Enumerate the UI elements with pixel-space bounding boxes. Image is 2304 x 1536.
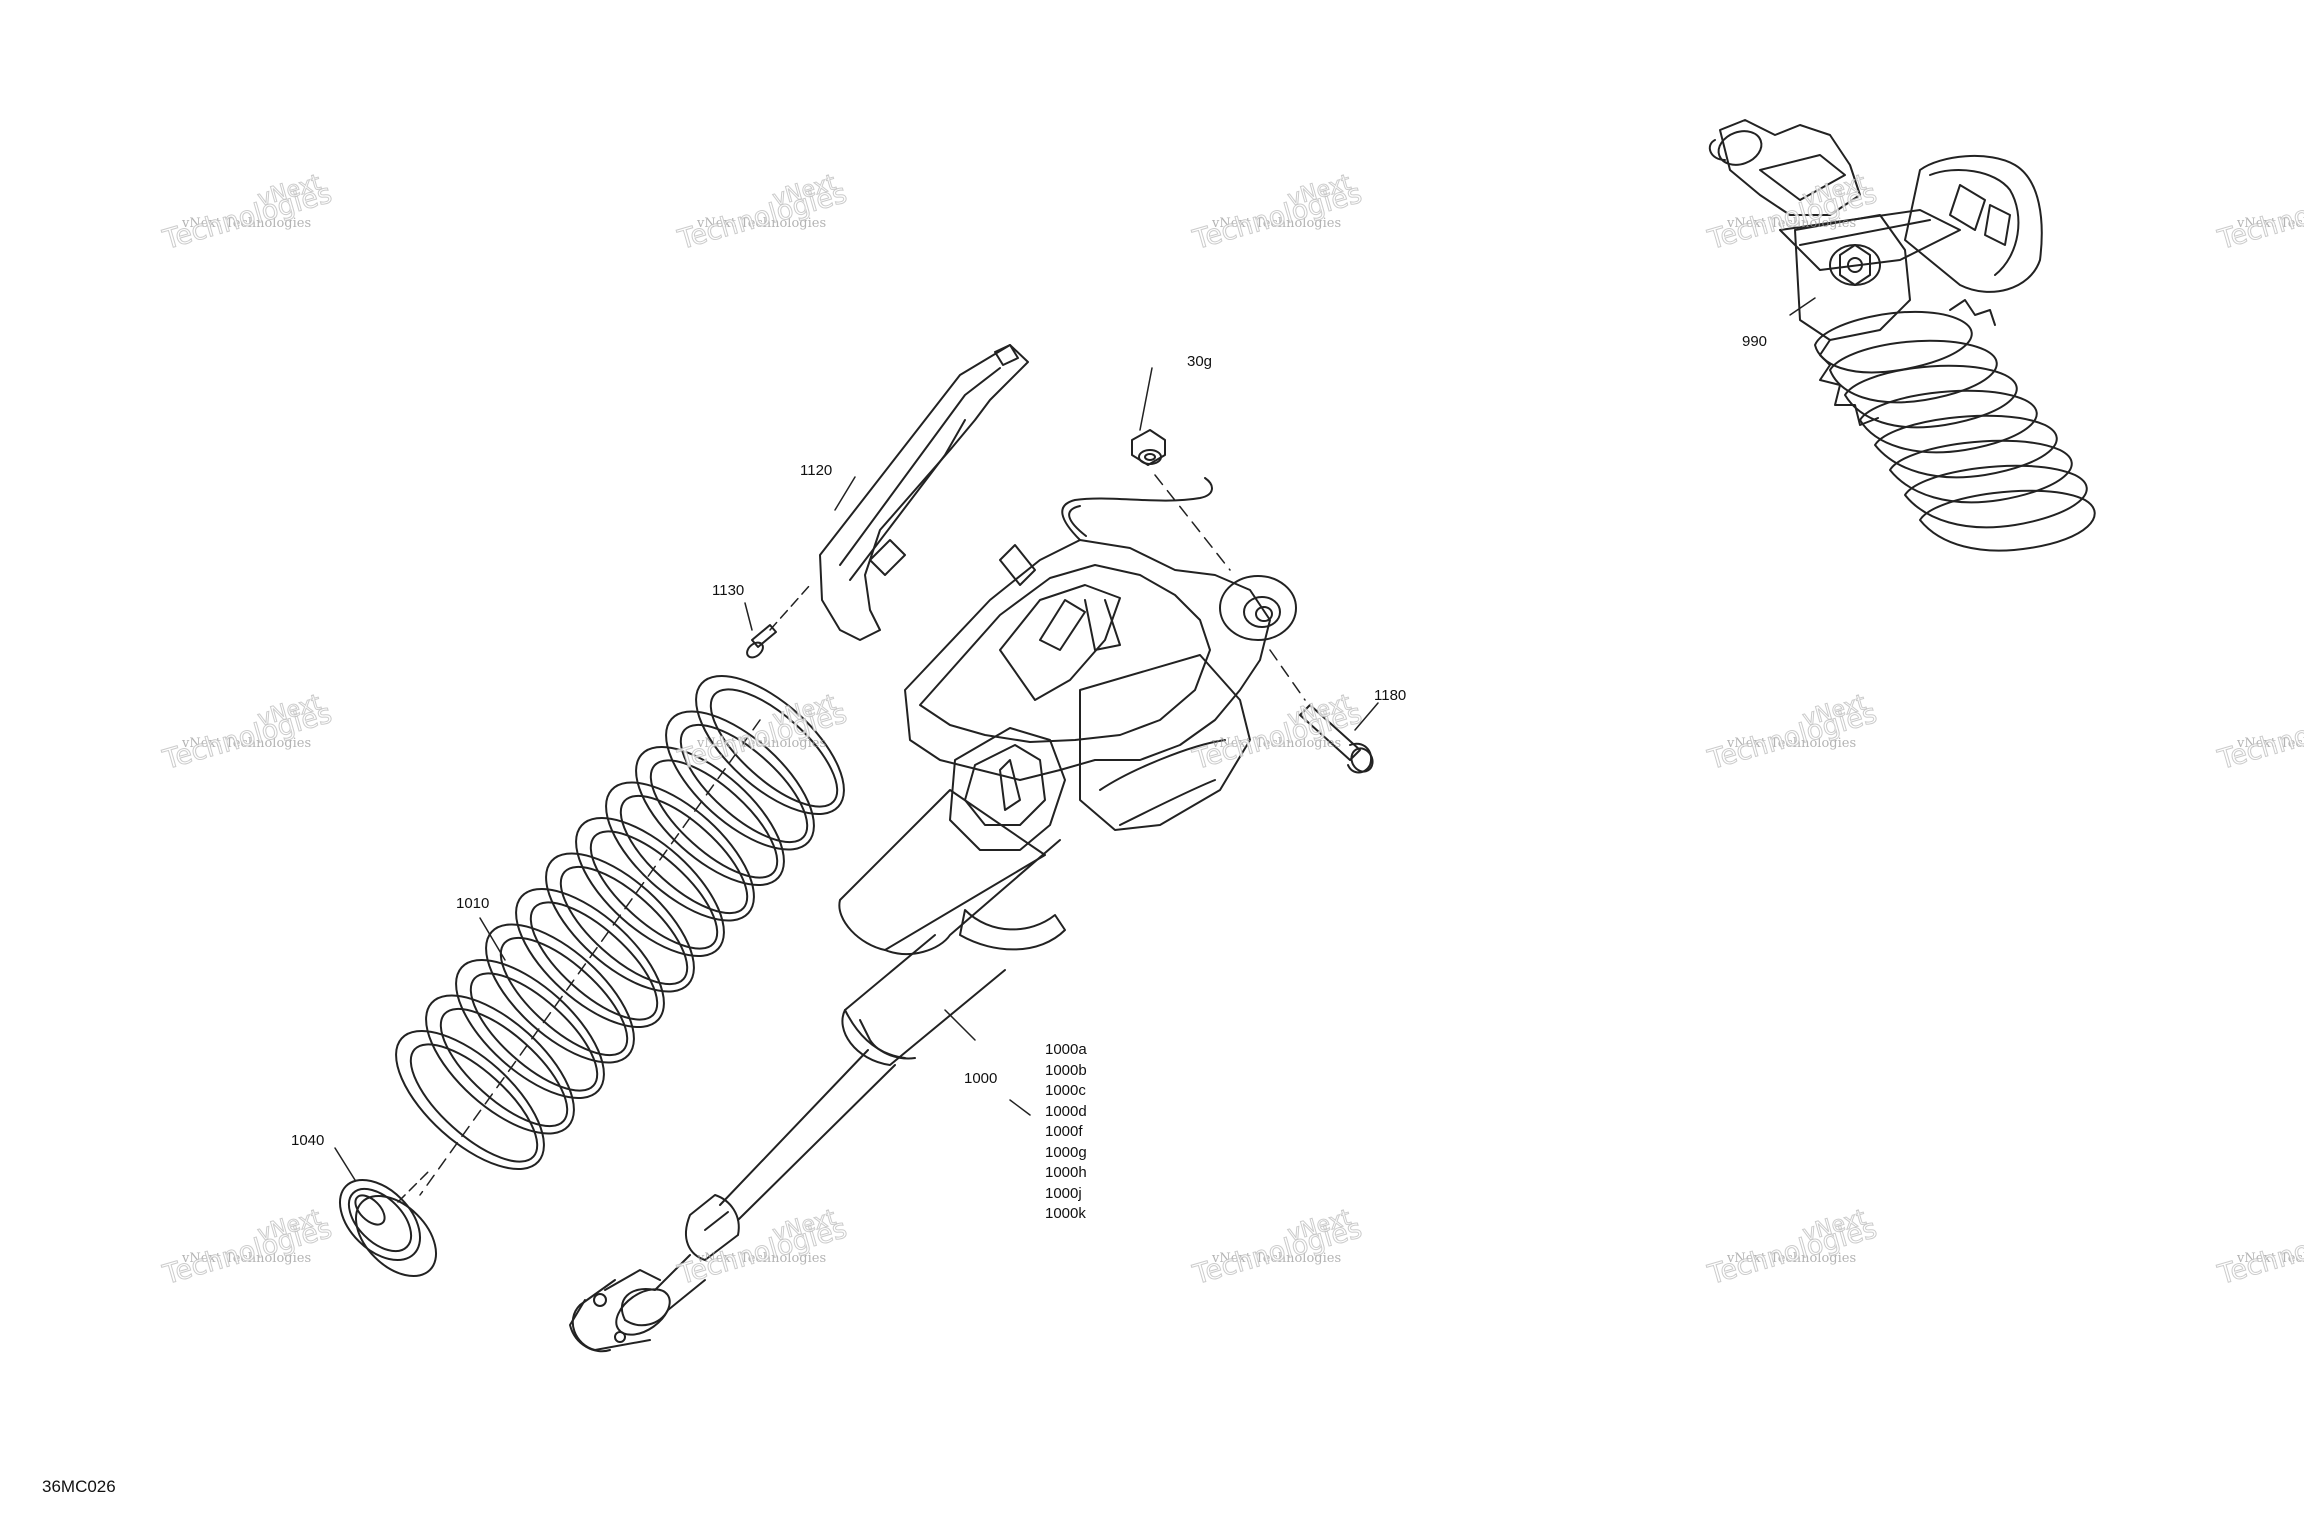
spring-coil-inner [529, 901, 659, 1021]
fastener-1130-axis [769, 584, 811, 631]
spring-coil-inner [439, 1007, 569, 1128]
spring-coil [665, 710, 815, 851]
spring-coil [455, 958, 605, 1100]
variant-label: 1000a [1045, 1041, 1087, 1058]
spring-coil-inner [649, 759, 779, 879]
callout-1130: 1130 [712, 582, 745, 599]
variant-label: 1000c [1045, 1082, 1086, 1099]
bolt-1180 [1299, 704, 1374, 774]
spring-coil [695, 674, 845, 816]
leader-1130 [744, 602, 753, 631]
variant-label: 1000g [1045, 1143, 1087, 1161]
variant-label: 1000h [1045, 1164, 1087, 1181]
leader-1000 [944, 1009, 976, 1041]
bolt-axis-line [1269, 649, 1306, 701]
shock-absorber-1000 [569, 477, 1297, 1353]
callout-1040: 1040 [291, 1132, 325, 1149]
guard-1120 [819, 344, 1029, 641]
spring-coil [545, 852, 695, 993]
screw-1130 [746, 624, 777, 659]
spring-coil [635, 745, 785, 887]
callout-1180: 1180 [1374, 687, 1407, 704]
variant-label: 1000b [1045, 1061, 1087, 1079]
spring-coil [515, 887, 665, 1029]
spring-coil-inner [559, 865, 689, 986]
spring-coil [395, 1029, 545, 1171]
callout-1000: 1000 [964, 1070, 998, 1087]
spring-coil-inner [469, 972, 599, 1092]
diagram-code: 36MC026 [42, 1477, 116, 1496]
spring-axis-line [419, 719, 761, 1196]
variant-label: 1000f [1045, 1123, 1083, 1140]
leader-1120 [834, 476, 856, 511]
variant-label: 1000j [1045, 1184, 1082, 1202]
variant-label: 1000d [1045, 1102, 1087, 1120]
spring-seat-1040 [338, 1169, 438, 1278]
spring-coil [575, 816, 725, 958]
spring-coil-inner [619, 794, 749, 915]
leader-1010 [479, 917, 506, 961]
callout-1010: 1010 [456, 895, 490, 912]
variant-label: 1000k [1045, 1205, 1086, 1222]
callout-30g: 30g [1187, 353, 1213, 370]
variant-list-1000: 1000a 1000b 1000c 1000d 1000f 1000g 1000… [1045, 1040, 1087, 1225]
spring-coil [605, 781, 755, 922]
leader-1000-variants [1009, 1099, 1031, 1116]
nut-30g [1131, 429, 1166, 466]
callout-1120: 1120 [800, 462, 833, 479]
leader-1040 [334, 1147, 356, 1181]
spring-coil-inner [409, 1043, 539, 1163]
leader-990 [1789, 297, 1816, 316]
spring-coil-inner [499, 936, 629, 1057]
nut-axis-line [1154, 474, 1231, 571]
spring-coil-inner [679, 723, 809, 844]
spring-coil-inner [589, 830, 719, 950]
leader-30g [1139, 367, 1153, 431]
leader-1180 [1354, 702, 1379, 731]
spring-coil-inner [709, 688, 839, 808]
spring-coil [485, 923, 635, 1064]
spring-coil [425, 994, 575, 1135]
assembled-shock-990 [1708, 119, 2096, 552]
callout-990: 990 [1742, 333, 1768, 350]
coil-spring-1010 [395, 674, 845, 1171]
